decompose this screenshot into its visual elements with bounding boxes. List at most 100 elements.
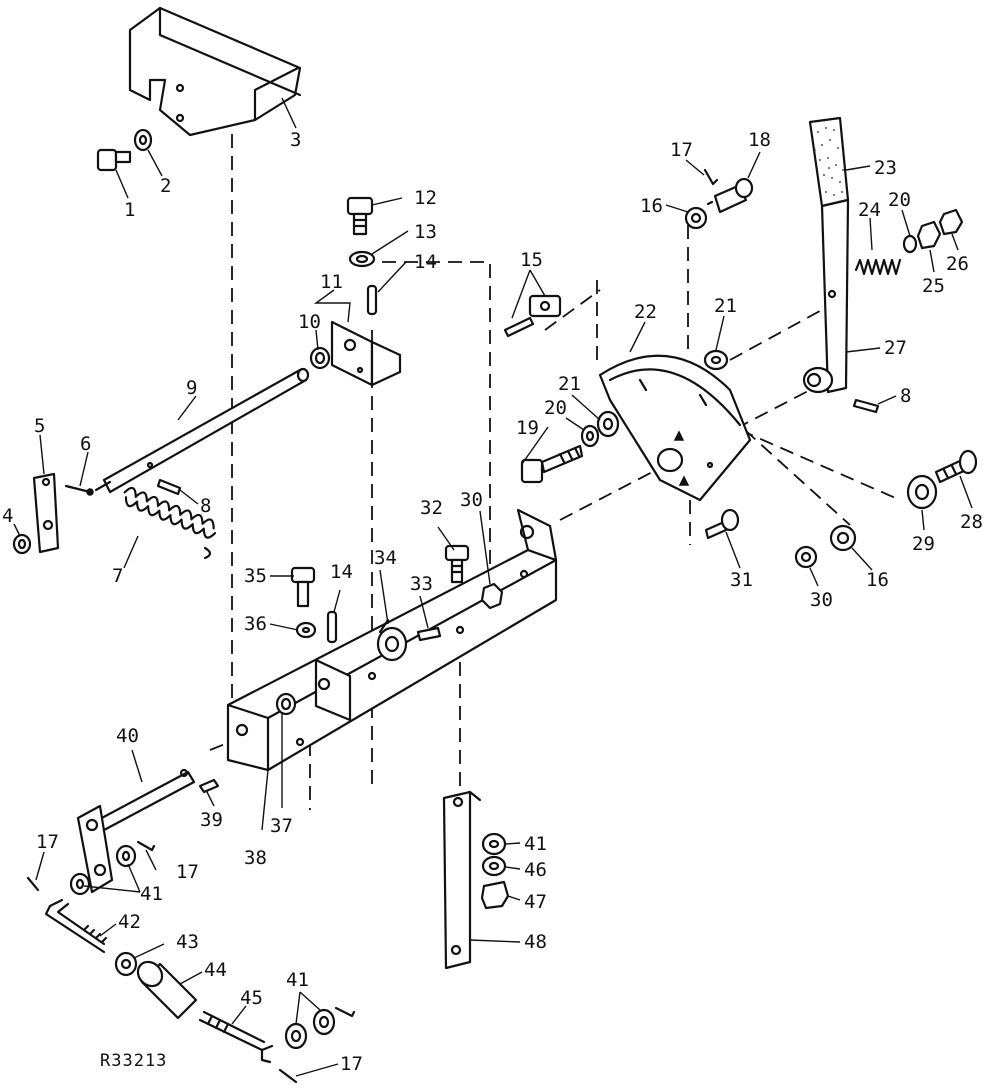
cotter-part-17-mid	[136, 840, 156, 852]
callout-41-right: 41	[524, 833, 547, 855]
callout-2: 2	[160, 175, 171, 197]
callout-28: 28	[960, 511, 983, 533]
callout-30-right: 30	[810, 589, 833, 611]
callout-29: 29	[912, 533, 935, 555]
callout-33: 33	[410, 573, 433, 595]
figure-code: R33213	[100, 1051, 167, 1071]
callout-22: 22	[634, 301, 657, 323]
grip-part-23	[808, 116, 850, 208]
nut-part-30-left	[480, 582, 504, 610]
rod-part-45	[198, 1010, 274, 1064]
callout-25: 25	[922, 275, 945, 297]
cotter-part-17-top	[703, 168, 719, 186]
callout-45: 45	[240, 987, 263, 1009]
callout-labels: 1 2 3 5 4 6 7 8 9 10 11 12 13 14 15 22 2…	[2, 129, 983, 1075]
bolt-part-19	[520, 444, 584, 484]
cotter-part-17-left	[26, 876, 40, 892]
callout-38: 38	[244, 847, 267, 869]
nut-part-26	[938, 208, 964, 236]
lever-part-27	[802, 198, 850, 394]
callout-4: 4	[2, 505, 13, 527]
pin-part-8-right	[852, 398, 880, 414]
callout-17-left: 17	[36, 831, 59, 853]
nut-part-30-right	[794, 545, 818, 569]
callout-9: 9	[186, 377, 197, 399]
bolt-part-12	[346, 196, 374, 236]
pin-part-33	[416, 626, 442, 642]
clevis-part-15	[503, 294, 562, 338]
callout-12: 12	[414, 187, 437, 209]
pin-part-8-left	[156, 478, 182, 496]
callout-21-upper: 21	[714, 295, 737, 317]
bolt-part-32	[444, 544, 470, 584]
pin-part-14-lower	[326, 610, 338, 644]
rod-part-9	[94, 367, 310, 494]
callout-27: 27	[884, 337, 907, 359]
callout-36: 36	[244, 613, 267, 635]
callout-16-top: 16	[640, 195, 663, 217]
spacer-part-29	[906, 474, 938, 510]
spring-part-24	[854, 258, 902, 276]
rod-part-42	[44, 898, 108, 954]
callout-41-bottom: 41	[286, 969, 309, 991]
callout-46: 46	[524, 859, 547, 881]
callout-17-bottom: 17	[340, 1053, 363, 1075]
callout-24: 24	[858, 199, 881, 221]
callout-44: 44	[204, 959, 227, 981]
callout-23: 23	[874, 157, 897, 179]
callout-41-left: 41	[140, 883, 163, 905]
callout-26: 26	[946, 253, 969, 275]
callout-16-right: 16	[866, 569, 889, 591]
callout-3: 3	[290, 129, 301, 151]
sleeve-part-44	[136, 960, 198, 1020]
quadrant-part-22	[598, 354, 752, 502]
bolt-part-31	[704, 508, 740, 540]
washer-part-36	[295, 621, 317, 639]
callout-37: 37	[270, 815, 293, 837]
washer-part-16-right	[829, 524, 857, 552]
callout-47: 47	[524, 891, 547, 913]
bushing-part-37	[275, 692, 297, 716]
washer-part-21-lower	[596, 410, 620, 438]
washer-part-16-top	[684, 206, 708, 230]
cover-part-3	[128, 6, 302, 137]
washer-part-20-lower	[580, 424, 600, 448]
washer-part-41-bottom-b	[312, 1008, 336, 1036]
bolt-part-35	[290, 566, 316, 608]
callout-6: 6	[80, 433, 91, 455]
link-part-5	[32, 472, 60, 554]
washer-part-41-right	[481, 832, 507, 856]
pin-part-39	[198, 778, 220, 794]
callout-43: 43	[176, 931, 199, 953]
washer-part-41-left-a	[69, 872, 91, 896]
bushing-part-10	[309, 346, 331, 370]
callout-34: 34	[374, 547, 397, 569]
callout-17-top: 17	[670, 139, 693, 161]
callout-1: 1	[124, 199, 135, 221]
callout-40: 40	[116, 725, 139, 747]
washer-part-13	[348, 250, 376, 268]
collar-part-34	[376, 618, 408, 662]
callout-15: 15	[520, 249, 543, 271]
callout-10: 10	[298, 311, 321, 333]
washer-part-41-bottom-a	[284, 1022, 308, 1050]
callout-32: 32	[420, 497, 443, 519]
callout-8-left: 8	[200, 495, 211, 517]
bolt-part-28	[934, 449, 978, 484]
cotter-part-17-bottom	[278, 1006, 356, 1084]
leader-lines	[13, 97, 973, 1077]
nut-part-47	[480, 880, 510, 910]
spring-part-7	[123, 486, 217, 560]
cotter-part-6	[64, 484, 94, 496]
pin-part-14-top	[366, 284, 378, 316]
nut-part-25	[916, 220, 942, 250]
callout-31: 31	[730, 569, 753, 591]
bolt-part-1	[96, 148, 132, 172]
callout-11: 11	[320, 271, 343, 293]
callout-17-mid: 17	[176, 861, 199, 883]
callout-20-top: 20	[888, 189, 911, 211]
washer-part-21-upper	[703, 349, 729, 371]
callout-35: 35	[244, 565, 267, 587]
